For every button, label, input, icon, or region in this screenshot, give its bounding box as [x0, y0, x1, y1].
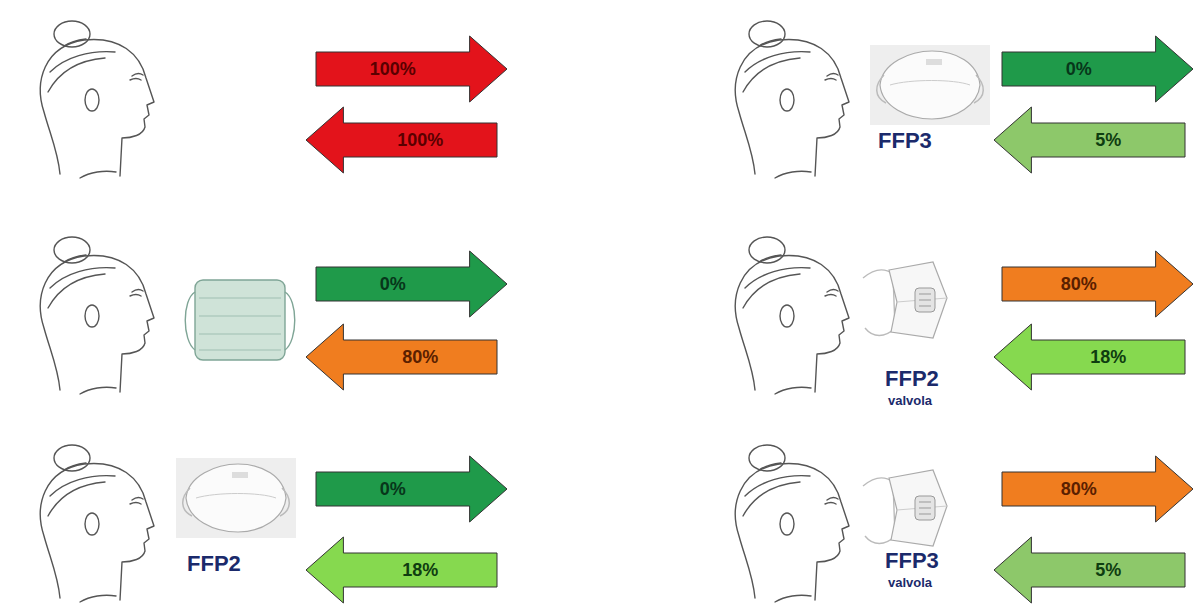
- percent-arrow: 80%: [1001, 455, 1194, 523]
- percent-arrow: 5%: [993, 106, 1186, 174]
- percent-arrow: 80%: [305, 323, 498, 391]
- mask-label: FFP3: [878, 130, 932, 152]
- arrow-shape: [1001, 250, 1194, 318]
- arrow-shape: [305, 323, 498, 391]
- surgical-mask: [185, 280, 295, 360]
- percent-arrow: 5%: [993, 536, 1186, 604]
- arrow-shape: [315, 455, 508, 523]
- percent-arrow: 0%: [315, 455, 508, 523]
- valve-mask: [863, 262, 947, 546]
- percent-value: 18%: [1031, 348, 1185, 366]
- percent-value: 100%: [316, 60, 470, 78]
- mask-label: FFP3: [885, 550, 939, 572]
- arrow-shape: [993, 536, 1186, 604]
- arrow-shape: [305, 536, 498, 604]
- mask-label: valvola: [888, 394, 932, 407]
- percent-arrow: 80%: [1001, 250, 1194, 318]
- percent-arrow: 0%: [315, 250, 508, 318]
- percent-value: 5%: [1031, 561, 1185, 579]
- percent-arrow: 18%: [993, 323, 1186, 391]
- ffp-mask: [176, 45, 990, 538]
- percent-value: 0%: [1002, 60, 1156, 78]
- mask-label: FFP2: [885, 368, 939, 390]
- percent-value: 80%: [343, 348, 497, 366]
- percent-value: 80%: [1002, 480, 1156, 498]
- percent-arrow: 18%: [305, 536, 498, 604]
- percent-value: 18%: [343, 561, 497, 579]
- percent-value: 80%: [1002, 275, 1156, 293]
- percent-arrow: 100%: [305, 106, 498, 174]
- arrow-shape: [993, 323, 1186, 391]
- arrow-shape: [993, 106, 1186, 174]
- percent-value: 5%: [1031, 131, 1185, 149]
- percent-value: 0%: [316, 275, 470, 293]
- face-sketch: [40, 21, 849, 602]
- mask-label: FFP2: [187, 553, 241, 575]
- arrow-shape: [1001, 35, 1194, 103]
- arrow-shape: [1001, 455, 1194, 523]
- percent-value: 0%: [316, 480, 470, 498]
- percent-arrow: 100%: [315, 35, 508, 103]
- arrow-shape: [315, 250, 508, 318]
- percent-value: 100%: [343, 131, 497, 149]
- percent-arrow: 0%: [1001, 35, 1194, 103]
- mask-label: valvola: [888, 576, 932, 589]
